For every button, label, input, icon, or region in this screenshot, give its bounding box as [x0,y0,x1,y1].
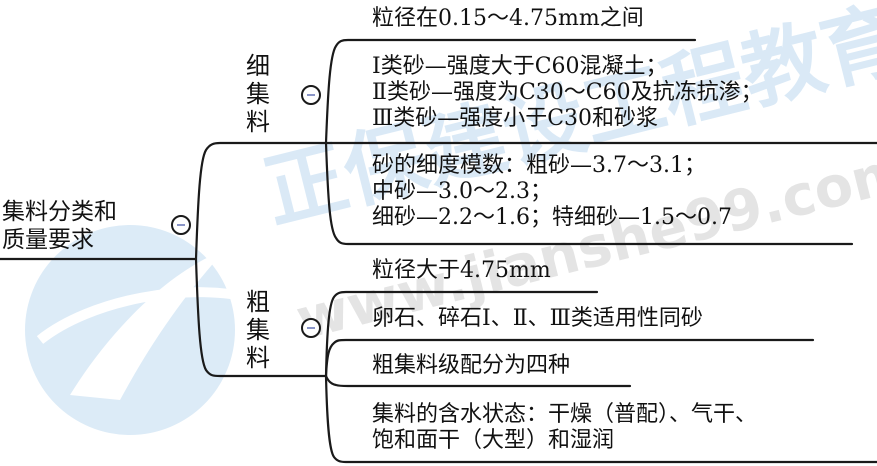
fine-item-sand-class-2: Ⅱ类砂—强度为C30～C60及抗冻抗渗； [372,80,763,105]
root-node-label-line1: 集料分类和 [2,199,117,225]
coarse-aggregate-label: 粗集料 [246,288,270,372]
coarse-item-4-line [324,374,877,464]
minus-icon [307,327,315,329]
coarse-item-particle-size: 粒径大于4.75mm [372,258,551,283]
fine-item-sand-class-1: Ⅰ类砂—强度大于C60混凝土； [372,54,668,79]
fine-item-3-line [324,141,854,246]
coarse-item-2-line [324,338,815,378]
fine-aggregate-collapse-toggle[interactable] [301,85,321,105]
fine-branch-line [194,141,877,261]
minus-icon [177,224,185,226]
root-collapse-toggle[interactable] [171,215,191,235]
coarse-item-3-line [324,374,632,388]
fine-item-fineness-modulus-1: 砂的细度模数：粗砂—3.7～3.1； [372,153,706,178]
coarse-item-1-line [324,290,599,378]
coarse-branch-line [194,257,328,378]
fine-item-1-line [324,38,697,145]
root-node-label-line2: 质量要求 [2,227,94,253]
fine-item-sand-class-3: Ⅲ类砂—强度小于C30和砂浆 [372,106,659,131]
fine-item-fineness-modulus-3: 细砂—2.2～1.6；特细砂—1.5～0.7 [372,205,732,230]
fine-item-fineness-modulus-2: 中砂—3.0～2.3； [372,179,552,204]
fine-aggregate-label: 细集料 [246,52,270,136]
coarse-item-moisture-state-1: 集料的含水状态：干燥（普配）、气干、 [372,402,758,427]
fine-item-particle-size: 粒径在0.15～4.75mm之间 [372,6,644,31]
coarse-item-moisture-state-2: 饱和面干（大型）和湿润 [372,428,615,453]
minus-icon [307,94,315,96]
coarse-aggregate-collapse-toggle[interactable] [301,318,321,338]
coarse-item-applicability: 卵石、碎石Ⅰ、Ⅱ、Ⅲ类适用性同砂 [372,306,703,331]
coarse-item-gradation: 粗集料级配分为四种 [372,353,571,378]
